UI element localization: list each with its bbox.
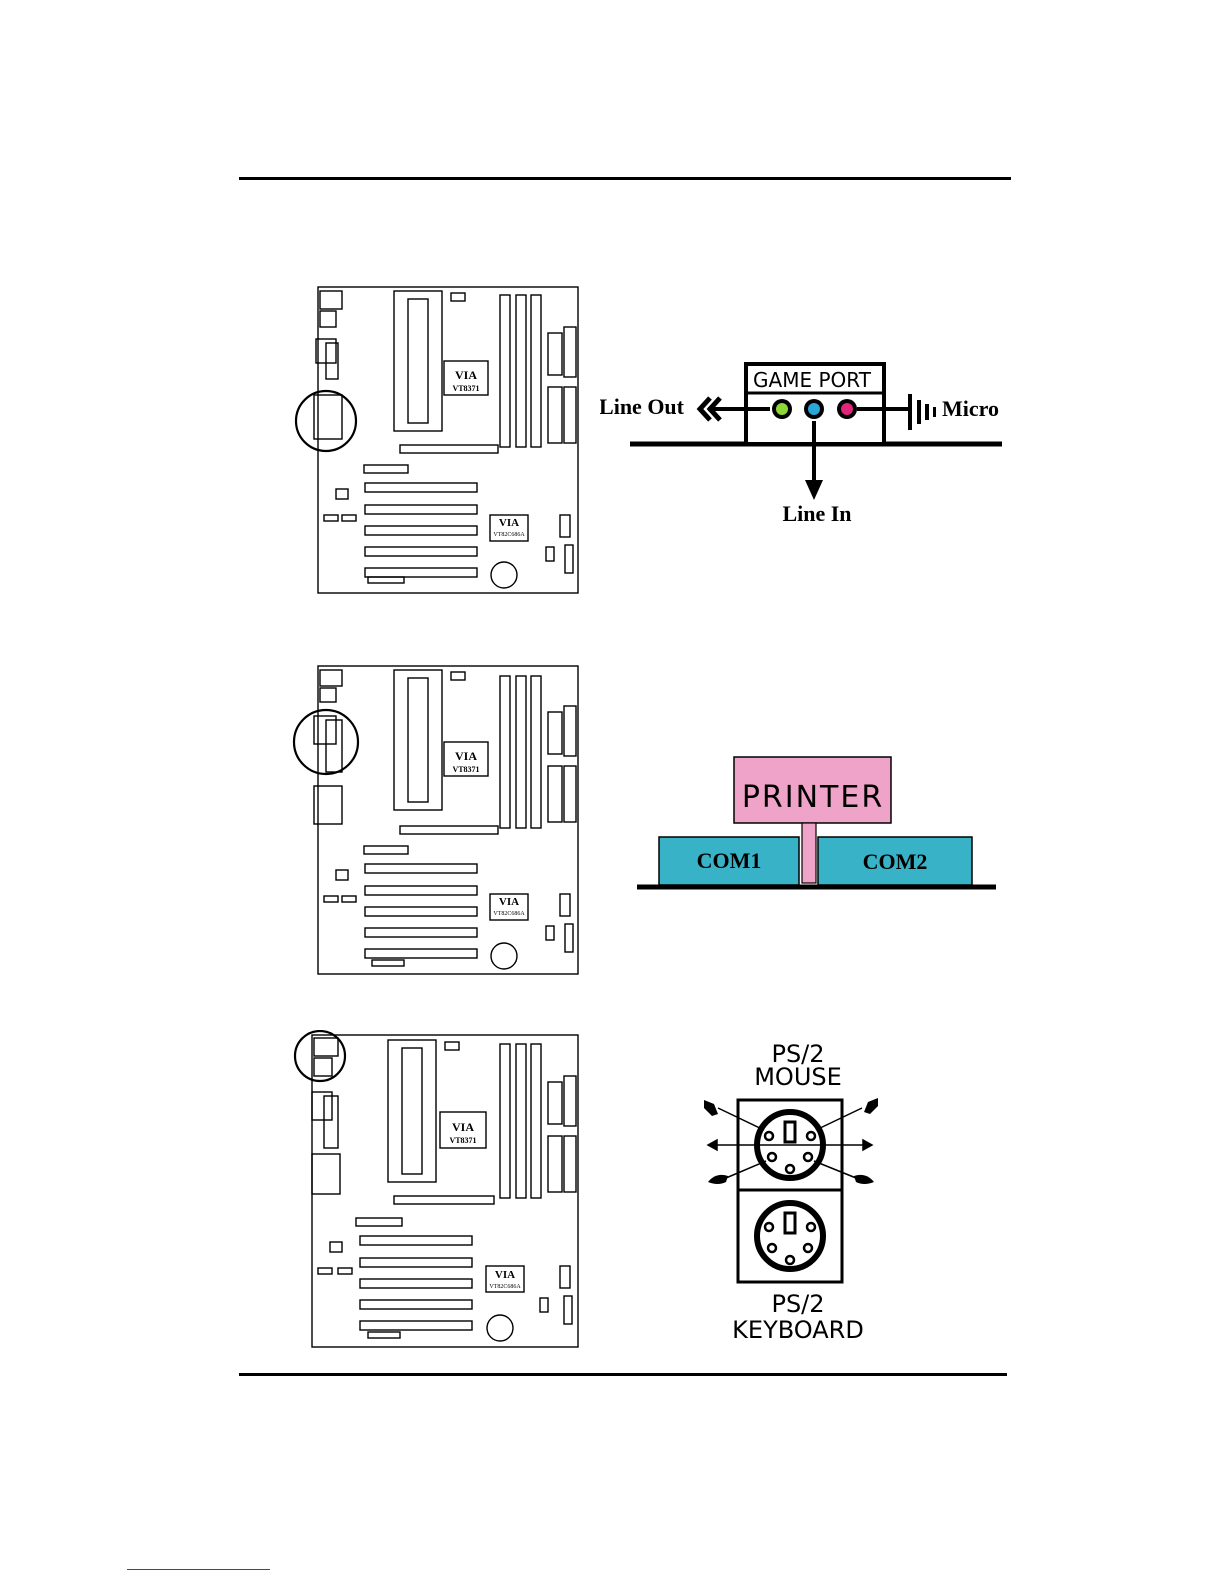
ps2-keyboard-label-line2: KEYBOARD — [732, 1316, 864, 1344]
footer-rule — [239, 1373, 1007, 1376]
pointer-hand-icon — [864, 1098, 878, 1114]
south-bridge-model: VT82C686A — [493, 532, 525, 538]
com1-label: COM1 — [697, 848, 762, 873]
south-bridge-brand: VIA — [495, 1269, 515, 1281]
game-port-label: GAME PORT — [753, 368, 872, 392]
line-out-label: Line Out — [600, 394, 685, 419]
header-rule — [239, 177, 1011, 180]
ps2-keyboard-label-line1: PS/2 — [771, 1290, 824, 1318]
ps2-mouse-label-line2: MOUSE — [754, 1063, 842, 1091]
south-bridge-model: VT82C686A — [489, 1284, 521, 1290]
north-bridge-brand: VIA — [455, 749, 477, 763]
printer-com-figure: PRINTER COM1 COM2 — [630, 750, 1010, 900]
pointer-hand-icon — [708, 1175, 728, 1184]
north-bridge-brand: VIA — [455, 368, 477, 382]
pointer-hand-icon — [854, 1175, 874, 1184]
pointer-hand-icon — [704, 1100, 718, 1116]
ps2-connector-figure: PS/2 MOUSE PS/2 KEYBOARD — [690, 1030, 920, 1355]
north-bridge-model: VT8371 — [452, 384, 479, 393]
motherboard-diagram-ports: VIA VT8371 VIA VT82C686A — [290, 662, 590, 980]
south-bridge-brand: VIA — [499, 517, 519, 529]
motherboard-diagram-audio: VIA VT8371 VIA VT82C686A — [290, 283, 590, 601]
north-bridge-model: VT8371 — [452, 765, 479, 774]
north-bridge-model: VT8371 — [449, 1136, 476, 1145]
motherboard-diagram-ps2: VIA VT8371 VIA VT82C686A — [290, 1030, 590, 1352]
ps2-keyboard-port — [757, 1203, 823, 1269]
south-bridge-model: VT82C686A — [493, 911, 525, 917]
printer-label: PRINTER — [742, 780, 884, 815]
micro-label: Micro — [942, 396, 999, 421]
south-bridge-brand: VIA — [499, 896, 519, 908]
north-bridge-brand: VIA — [452, 1120, 474, 1134]
microphone-jack — [841, 403, 853, 415]
audio-connector-figure: GAME PORT Line Out Line In Micro — [600, 350, 1020, 540]
line-in-label: Line In — [782, 501, 851, 526]
line-in-jack — [808, 403, 820, 415]
line-out-jack — [776, 403, 788, 415]
com2-label: COM2 — [863, 849, 928, 874]
footer-link-underline — [127, 1569, 270, 1570]
